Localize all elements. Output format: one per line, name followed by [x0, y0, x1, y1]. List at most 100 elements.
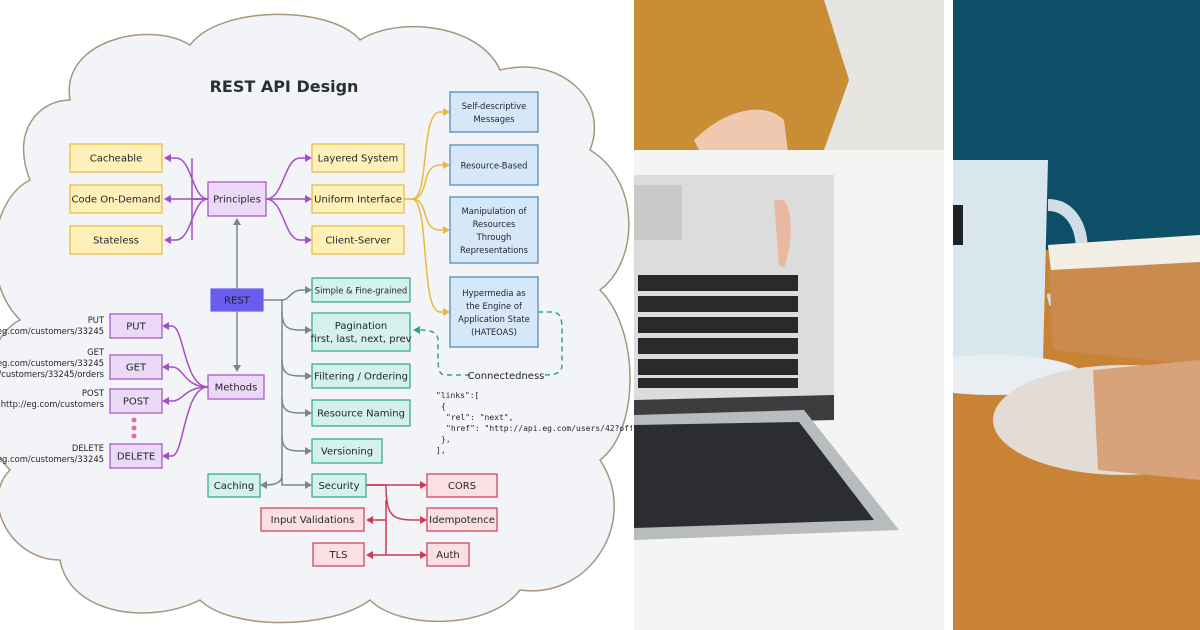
security-input-validations-label: Input Validations — [271, 515, 355, 526]
connector-idempotence — [366, 484, 422, 521]
security-input-validations: Input Validations — [260, 507, 365, 532]
connector-trunk — [281, 300, 306, 486]
arrow-head — [305, 372, 312, 380]
arrow-head — [305, 195, 312, 203]
rest-node-label: REST — [224, 296, 251, 307]
method-post: POST — [109, 388, 163, 414]
keyboard — [638, 275, 798, 388]
arrow-head — [443, 161, 450, 169]
principle-client-server-shape — [311, 225, 405, 255]
connector-versioning — [281, 435, 307, 452]
security-tls-shape — [312, 542, 365, 567]
principle-code-on-demand-shape — [69, 184, 163, 214]
connector-u2 — [411, 164, 446, 200]
uniform-manipulation-shape — [449, 196, 539, 264]
code-line: "rel": "next", — [446, 413, 513, 422]
arrow-head — [305, 326, 312, 334]
finger — [774, 200, 791, 268]
security-tls-label: TLS — [328, 550, 347, 561]
panel-divider-2 — [944, 0, 953, 630]
arrow-head — [443, 308, 450, 316]
uniform-self-descriptive-label: Messages — [473, 114, 514, 124]
method-url-secondary: m/customers/33245/orders — [0, 369, 104, 379]
security-auth-shape — [426, 542, 470, 567]
security-input-validations-shape — [260, 507, 365, 532]
principles-node: Principles — [207, 181, 267, 217]
arrow-head — [260, 481, 267, 489]
uniform-self-descriptive-shape — [449, 91, 539, 133]
principle-layered-system: Layered System — [311, 143, 405, 173]
connector-cacheable — [168, 157, 209, 200]
caching-node: Caching — [207, 473, 261, 498]
principle-stateless-label: Stateless — [93, 236, 139, 247]
arrow-head — [413, 326, 420, 334]
coffee-cake-photo — [953, 0, 1200, 630]
principle-code-on-demand: Code On-Demand — [69, 184, 163, 214]
uniform-manipulation-label: Manipulation of — [462, 206, 528, 216]
caching-node-shape — [207, 473, 261, 498]
arrow-head — [420, 481, 427, 489]
connectedness-line-right — [538, 311, 563, 376]
ellipsis-dot — [131, 417, 137, 423]
principle-client-server: Client-Server — [311, 225, 405, 255]
uniform-hateoas-shape — [449, 276, 539, 348]
arrow-head — [305, 286, 312, 294]
connector-post — [166, 386, 209, 402]
security-auth: Auth — [426, 542, 470, 567]
cup-logo — [953, 205, 963, 245]
connector-get — [166, 366, 209, 388]
arrow-head — [443, 108, 450, 116]
touchpad — [634, 185, 682, 240]
connector-delete — [166, 386, 209, 457]
security-cors: CORS — [426, 473, 498, 498]
arrow-head — [162, 452, 169, 460]
arrow-head — [420, 516, 427, 524]
practice-resource-naming-shape — [311, 399, 411, 427]
practice-security-label: Security — [318, 481, 359, 492]
connectedness-line-left — [419, 329, 470, 376]
cake-wrapper — [1093, 360, 1200, 480]
principle-cacheable-label: Cacheable — [90, 154, 143, 165]
arrow-head — [305, 154, 312, 162]
arrow-head — [164, 236, 171, 244]
uniform-resource-based-shape — [449, 144, 539, 186]
arrow-head — [162, 322, 169, 330]
security-auth-label: Auth — [436, 550, 459, 561]
connector-u3 — [411, 198, 446, 231]
laptop-photo — [634, 0, 944, 630]
method-post-label: POST — [123, 397, 150, 408]
uniform-manipulation-label: Resources — [473, 219, 516, 229]
laptop-screen — [634, 422, 874, 528]
practice-versioning: Versioning — [311, 438, 383, 464]
method-get: GET — [109, 354, 163, 380]
connector-u1 — [404, 111, 446, 200]
connector-stateless — [168, 198, 209, 241]
connector-resource-naming — [281, 397, 307, 414]
connector-simple — [263, 289, 306, 301]
security-tls: TLS — [312, 542, 365, 567]
practice-simple-fine-grained-label: Simple & Fine-grained — [315, 286, 407, 296]
method-put-label: PUT — [126, 322, 146, 333]
uniform-manipulation: Manipulation ofResourcesThroughRepresent… — [449, 196, 539, 264]
coffee-cup — [953, 160, 1048, 360]
arrow-head — [164, 195, 171, 203]
diagram-title: REST API Design — [210, 77, 359, 96]
practice-versioning-shape — [311, 438, 383, 464]
arrow-head — [443, 226, 450, 234]
practice-pagination-shape — [311, 312, 411, 352]
method-post-shape — [109, 388, 163, 414]
principle-uniform-interface-label: Uniform Interface — [314, 195, 402, 206]
caching-node-label: Caching — [214, 481, 254, 492]
practice-versioning-label: Versioning — [321, 447, 373, 458]
method-get-shape — [109, 354, 163, 380]
method-get-label: GET — [126, 363, 147, 374]
method-url: //eg.com/customers/33245 — [0, 326, 104, 336]
code-line: ], — [436, 446, 446, 455]
uniform-hateoas-label: Hypermedia as — [462, 288, 525, 298]
practice-security: Security — [311, 473, 367, 498]
method-delete-shape — [109, 443, 163, 469]
principle-cacheable: Cacheable — [69, 143, 163, 173]
